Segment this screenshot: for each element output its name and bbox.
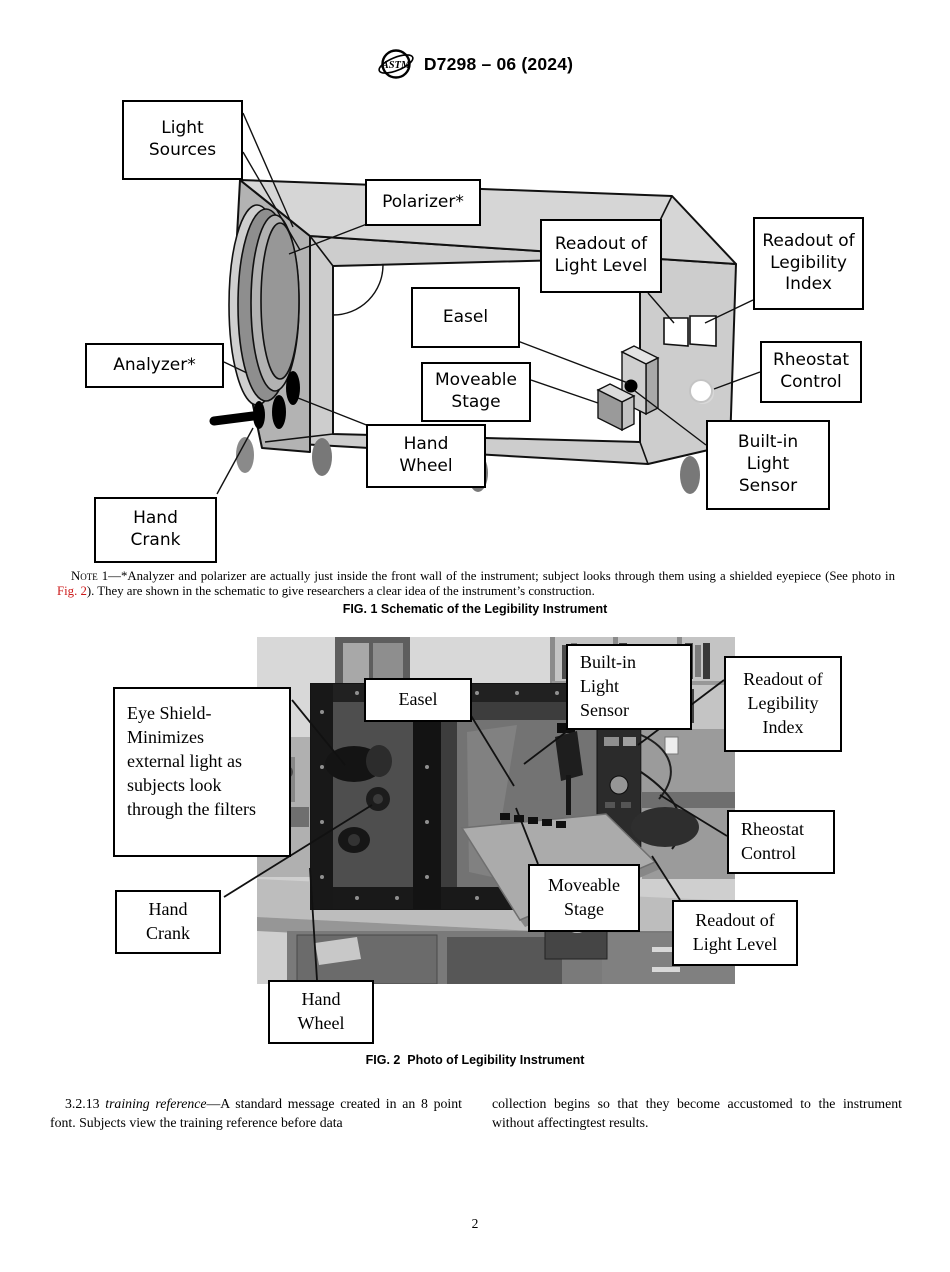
fig2-label-readout-light-level: Readout of Light Level	[672, 900, 798, 966]
fig2-link[interactable]: Fig. 2	[57, 584, 87, 599]
body-right-column: collection begins so that they become ac…	[492, 1094, 902, 1132]
section-number: 3.2.13	[65, 1096, 106, 1111]
fig1-label-readout-legibility-index: Readout of Legibility Index	[753, 217, 864, 310]
hand-controls	[209, 371, 300, 429]
fig1-label-hand-crank: Hand Crank	[94, 497, 217, 563]
door-swing-arc	[332, 264, 384, 316]
eye-shield-in-photo	[325, 745, 392, 782]
doc-number: D7298 – 06 (2024)	[423, 53, 574, 74]
bag-in-photo	[631, 807, 699, 847]
body-text-left: —A standard message created in an 8 poin…	[50, 1096, 462, 1131]
fig2-caption: FIG. 2 Photo of Legibility Instrument	[365, 1053, 585, 1067]
fig1-label-rheostat-control: Rheostat Control	[760, 341, 862, 403]
fig2-label-rheostat-control: Rheostat Control	[727, 810, 835, 874]
note-1: Note 1—*Analyzer and polarizer are actua…	[57, 569, 895, 599]
fig1-label-built-in-light-sensor: Built-in Light Sensor	[706, 420, 830, 510]
fig1-label-polarizer: Polarizer*	[365, 179, 481, 226]
body-left-column: 3.2.13 training reference—A standard mes…	[50, 1094, 462, 1132]
filter-drum	[228, 204, 300, 406]
defined-term: training reference	[105, 1096, 207, 1111]
note-text-1: *Analyzer and polarizer are actually jus…	[120, 569, 895, 583]
rheostat-knob	[689, 379, 713, 403]
fig1-label-light-sources: Light Sources	[122, 100, 243, 180]
easel-object	[596, 345, 660, 432]
svg-text:ASTM: ASTM	[381, 60, 411, 71]
note-label: Note 1—	[71, 569, 121, 583]
fig1-label-moveable-stage: Moveable Stage	[421, 362, 531, 422]
background-cabinets	[642, 729, 735, 879]
page-number: 2	[471, 1216, 479, 1231]
fig1-schematic	[209, 112, 761, 495]
fig2-label-hand-crank: Hand Crank	[115, 890, 221, 954]
page-header: ASTM D7298 – 06 (2024)	[0, 44, 950, 84]
fig1-label-hand-wheel: Hand Wheel	[366, 424, 486, 488]
note-text-2: ). They are shown in the schematic to gi…	[86, 584, 595, 599]
fig2-label-easel: Easel	[364, 678, 472, 722]
fig1-caption: FIG. 1 Schematic of the Legibility Instr…	[342, 602, 608, 616]
fig1-pointer-lines	[216, 112, 761, 495]
fig2-label-eye-shield: Eye Shield- Minimizes external light as …	[113, 687, 291, 857]
readout-displays	[663, 315, 717, 347]
fig2-label-hand-wheel: Hand Wheel	[268, 980, 374, 1044]
fig2-photo	[257, 637, 735, 984]
fig2-label-built-in-light-sensor: Built-in Light Sensor	[566, 644, 692, 730]
fig1-label-analyzer: Analyzer*	[85, 343, 224, 388]
astm-logo-icon: ASTM	[378, 49, 414, 79]
fig2-label-readout-legibility-index: Readout of Legibility Index	[724, 656, 842, 752]
body-text-right: collection begins so that they become ac…	[492, 1096, 902, 1131]
fig1-label-easel: Easel	[411, 287, 520, 348]
fig2-label-moveable-stage: Moveable Stage	[528, 864, 640, 932]
fig1-label-readout-light-level: Readout of Light Level	[540, 219, 662, 293]
